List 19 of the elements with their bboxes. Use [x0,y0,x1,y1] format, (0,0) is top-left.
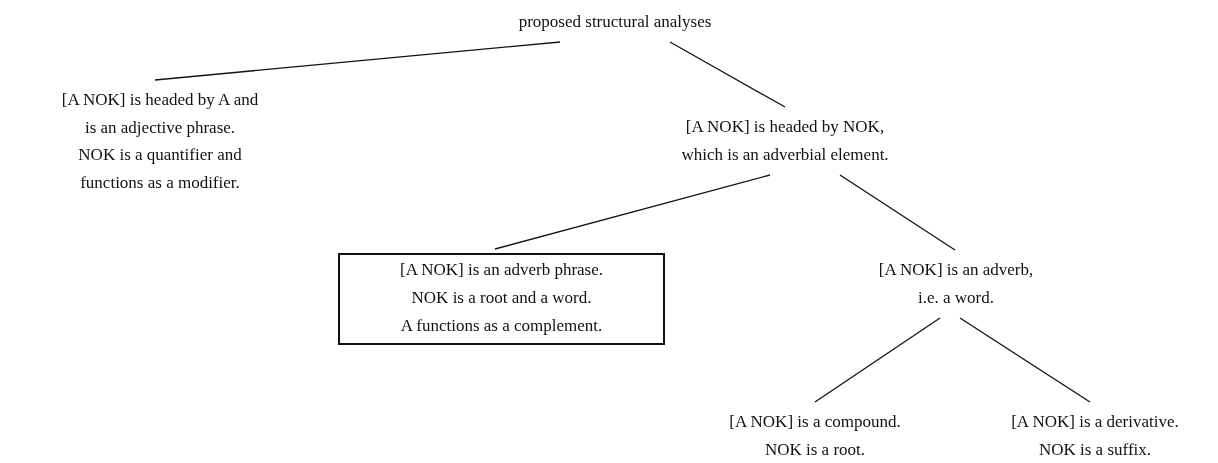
connector-line [669,41,786,108]
connector-line [839,174,956,251]
node-text: [A NOK] is an adverb, i.e. a word. [877,259,1035,309]
node-text: proposed structural analyses [517,11,713,33]
node-text: NOK is a root. [763,438,867,461]
node-text: [A NOK] is a derivative. [1010,411,1180,433]
connector-line [814,317,941,403]
connector-line [494,174,771,250]
node-text: NOK is a quantifier and functions as a modifier. [77,144,243,194]
bordered-text-box [338,253,665,345]
connector-line [154,41,561,81]
node-text: [A NOK] is a compound. [728,411,902,433]
node-text: A functions as a complement. [399,315,604,337]
connector-line [959,317,1091,403]
node-text: [A NOK] is headed by NOK, which is an adverbial element. [680,116,890,166]
node-text: [A NOK] is headed by A and is an adjective phrase. [60,89,260,139]
node-text: NOK is a root and a word. [410,287,593,309]
node-text: [A NOK] is an adverb phrase. [399,259,604,281]
node-text: NOK is a suffix. [1037,438,1153,461]
